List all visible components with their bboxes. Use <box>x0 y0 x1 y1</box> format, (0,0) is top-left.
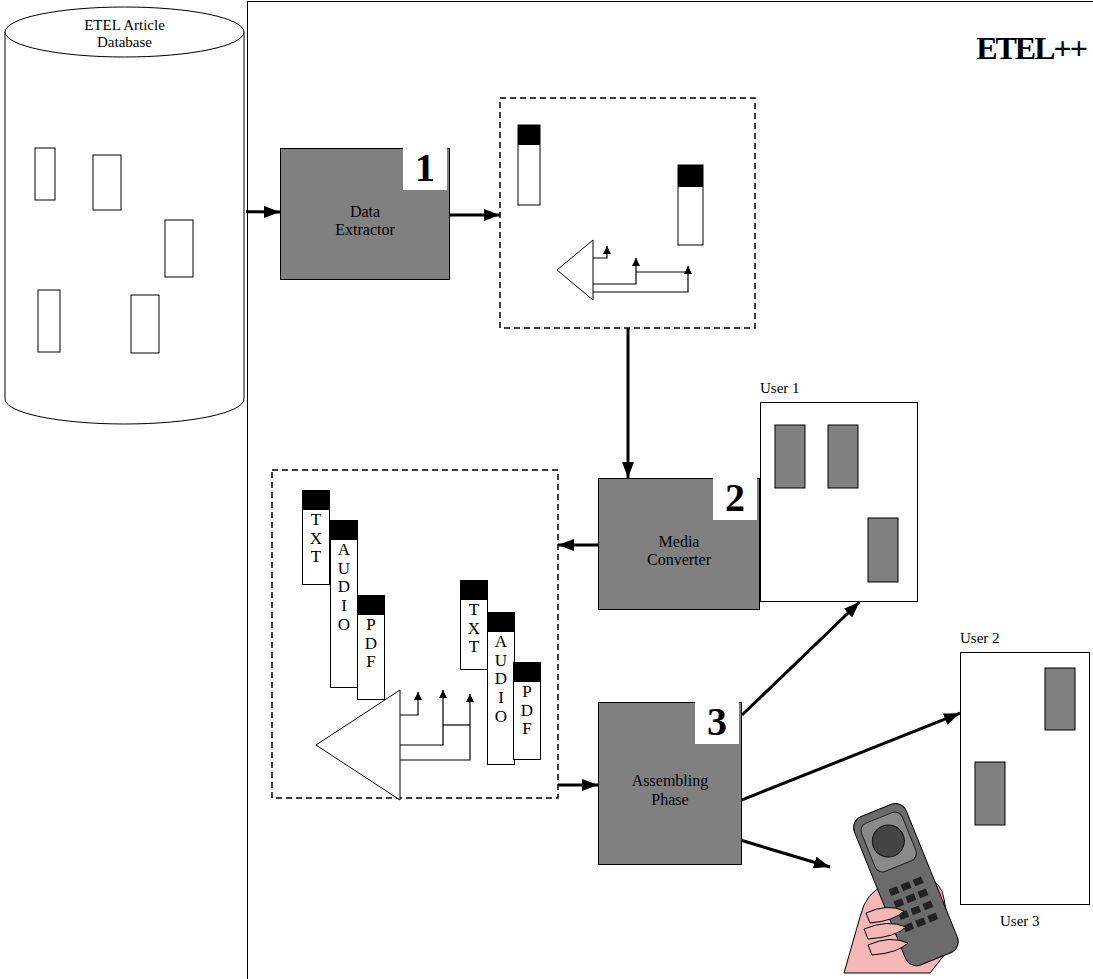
content-block <box>975 762 1005 825</box>
callout-number: 1 <box>403 146 447 190</box>
process-label: Media Converter <box>637 533 721 570</box>
mobile-user: User 3 <box>830 795 1060 975</box>
process-label: Assembling Phase <box>628 772 712 809</box>
article-icon <box>35 148 55 200</box>
process-box: 3Assembling Phase <box>598 702 742 865</box>
document-header <box>678 165 703 187</box>
media-label: AUDIO <box>493 632 510 764</box>
content-block <box>868 518 898 582</box>
finger <box>868 939 908 955</box>
article-icon <box>93 155 121 210</box>
database-label: ETEL Article Database <box>69 17 181 50</box>
media-file: TXT <box>302 490 330 585</box>
flow-arrow <box>246 210 280 213</box>
article-icon <box>165 220 193 277</box>
user-screen: User 1 <box>760 377 918 602</box>
media-label: PDF <box>519 682 536 759</box>
user-label: User 1 <box>760 377 918 397</box>
process-box: 1Data Extractor <box>280 148 450 280</box>
article-icon <box>38 290 60 352</box>
cylinder-outline <box>3 5 246 427</box>
phone-illustration <box>830 795 1060 975</box>
finger <box>866 907 904 923</box>
cylinder-top <box>5 7 244 57</box>
tree-branches <box>593 246 688 292</box>
dashed-group <box>272 470 558 798</box>
document-icon <box>678 165 703 245</box>
tree-triangle <box>316 690 400 800</box>
cylinder-body <box>5 32 244 424</box>
user-screen-box <box>760 402 918 602</box>
content-block <box>1045 668 1075 730</box>
media-file: AUDIO <box>487 612 515 765</box>
flow-arrow <box>742 841 830 867</box>
user-label: User 3 <box>1000 913 1040 930</box>
content-block <box>775 425 805 488</box>
flow-arrow <box>742 602 860 715</box>
document-header <box>518 125 540 145</box>
system-frame: ETEL++1Data Extractor2Media ConverterTXT… <box>247 1 1093 979</box>
media-file: AUDIO <box>330 520 358 688</box>
user-screen-box <box>960 652 1090 905</box>
media-file: PDF <box>357 595 385 700</box>
dashed-group <box>500 98 755 328</box>
media-label: AUDIO <box>336 540 353 687</box>
media-label: TXT <box>466 600 483 669</box>
callout-number: 3 <box>695 700 739 744</box>
user-label: User 2 <box>960 627 1090 647</box>
flow-arrow <box>742 713 960 800</box>
media-label: PDF <box>363 615 380 699</box>
screen-content <box>760 402 918 602</box>
database-cylinder: ETEL Article Database <box>3 5 246 427</box>
phone <box>850 800 962 969</box>
media-file: PDF <box>513 662 541 760</box>
tree-branches <box>400 690 470 760</box>
document-icon <box>518 125 540 205</box>
media-file: TXT <box>460 580 488 670</box>
finger <box>864 923 906 939</box>
process-box: 2Media Converter <box>598 478 760 610</box>
system-title: ETEL++ <box>976 30 1086 67</box>
process-label: Data Extractor <box>323 203 407 240</box>
media-label: TXT <box>308 510 325 584</box>
article-icon <box>131 295 159 353</box>
callout-number: 2 <box>713 476 757 520</box>
screen-content <box>960 652 1090 905</box>
tree-triangle <box>557 240 593 300</box>
user-screen: User 2 <box>960 627 1090 905</box>
content-block <box>828 425 858 488</box>
